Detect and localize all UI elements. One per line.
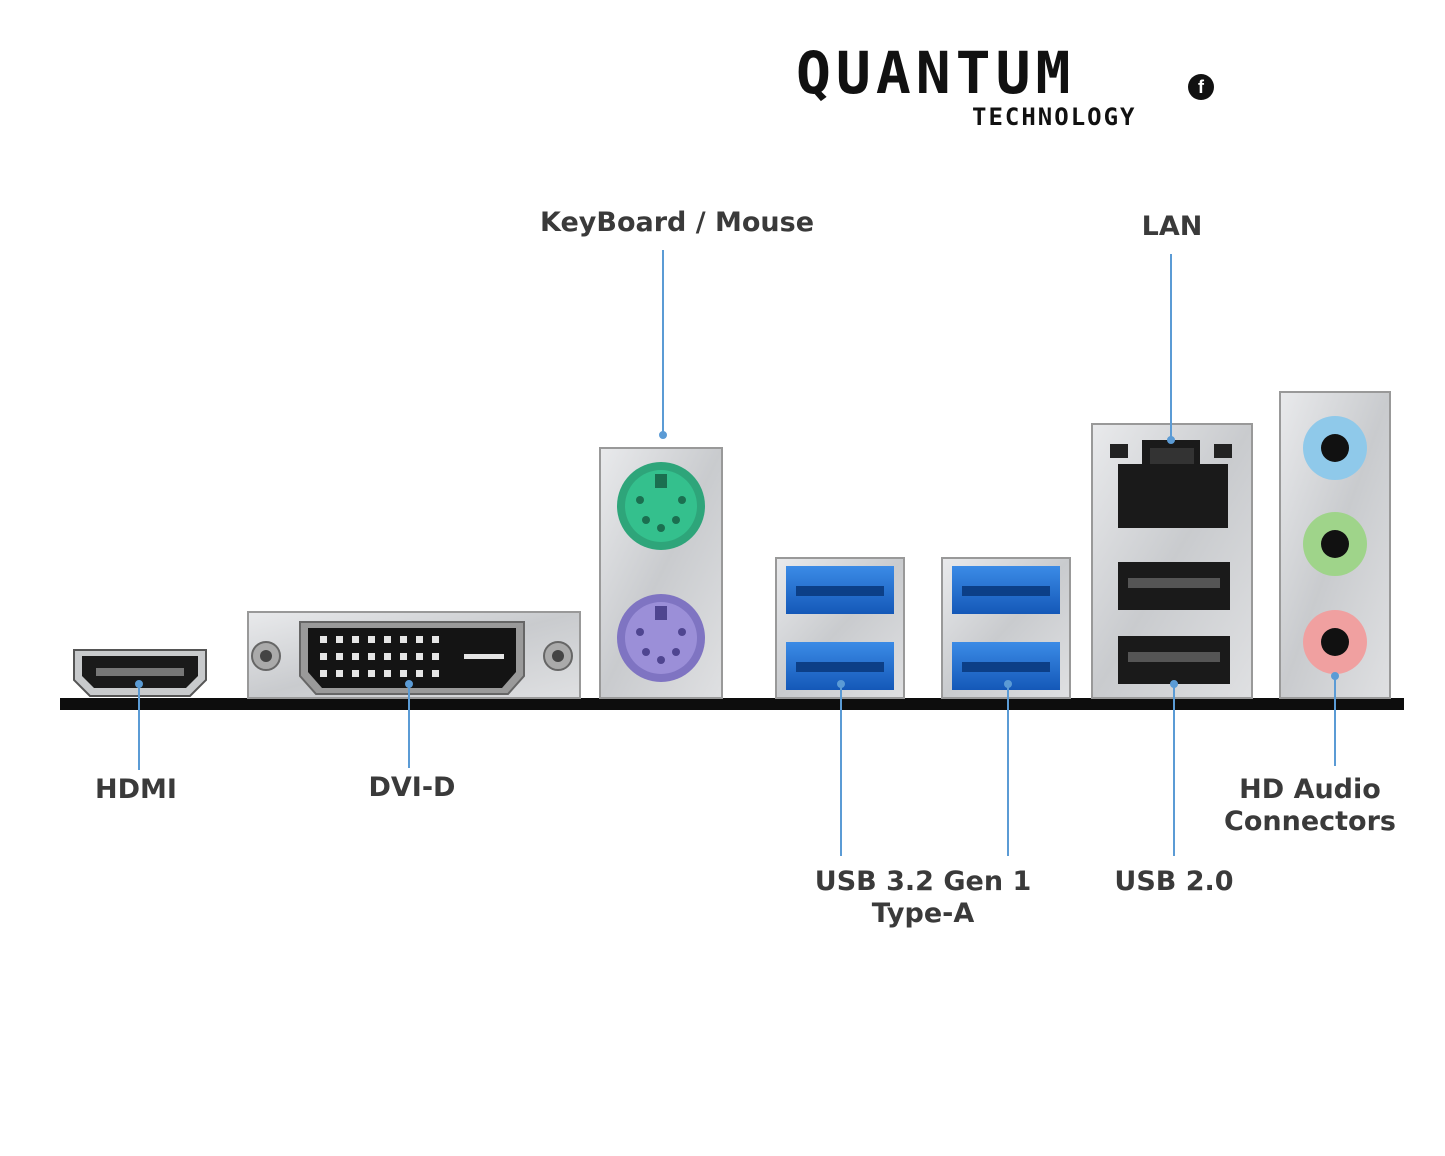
keyboard-mouse-label: KeyBoard / Mouse [540, 207, 815, 238]
lan-usb2-stack [1091, 423, 1253, 699]
usb32-stack-right [941, 557, 1071, 699]
facebook-icon: f [1188, 74, 1214, 100]
audio-jack-stack [1279, 391, 1391, 699]
dvi-label: DVI-D [368, 772, 456, 803]
usb20-label: USB 2.0 [1114, 866, 1234, 897]
dvi-port [247, 611, 581, 699]
brand-tagline: TECHNOLOGY [972, 103, 1137, 131]
usb32-label-line1: USB 3.2 Gen 1 [814, 866, 1032, 897]
usb32-label-line2: Type-A [871, 898, 975, 929]
usb32-stack-left [775, 557, 905, 699]
hdmi-label: HDMI [95, 774, 177, 805]
audio-label-line1: HD Audio [1239, 774, 1381, 805]
ps2-port-stack [599, 447, 723, 699]
audio-label-line2: Connectors [1224, 806, 1396, 837]
io-shield-base [60, 698, 1404, 710]
lan-label: LAN [1141, 211, 1203, 242]
hdmi-port [73, 649, 207, 697]
brand-logo: QUANTUM [796, 39, 1076, 107]
